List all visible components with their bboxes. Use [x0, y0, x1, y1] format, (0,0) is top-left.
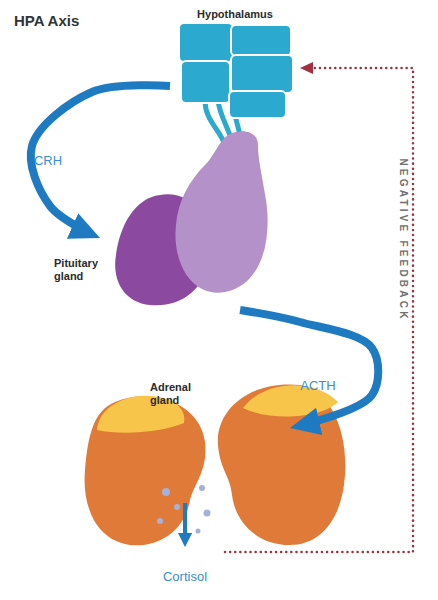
hypothalamus-block — [181, 61, 230, 103]
organ-illustration — [85, 378, 290, 503]
anterior-lobe — [175, 131, 267, 293]
organ-illustration — [170, 8, 300, 120]
hypothalamus-block — [229, 91, 286, 118]
organ-label: Adrenal gland — [150, 381, 202, 407]
hypothalamus-block — [179, 23, 233, 62]
organ-illustration — [100, 135, 270, 310]
hormone-label: ACTH — [300, 378, 335, 393]
organ-label: Pituitary gland — [54, 257, 108, 283]
hormone-dot — [204, 510, 211, 517]
adrenal-node: Adrenal gland — [85, 378, 290, 503]
hypothalamus-node: Hypothalamus — [170, 8, 300, 120]
diagram-title: HPA Axis — [14, 12, 79, 29]
organ-label: Hypothalamus — [170, 8, 300, 21]
hormone-dot — [162, 488, 170, 496]
hormone-dot — [196, 529, 201, 534]
feedback-label: NEGATIVE FEEDBACK — [398, 158, 409, 321]
hormone-arrow — [31, 85, 170, 238]
hormone-dot — [174, 504, 180, 510]
hormone-node: Cortisol — [145, 545, 225, 587]
hormone-label: Cortisol — [145, 569, 225, 585]
feedback-arrow — [225, 68, 413, 552]
kidney-shape — [218, 384, 346, 545]
hormone-dot — [157, 518, 163, 524]
hypothalamus-block — [231, 25, 291, 56]
pituitary-node: Pituitary gland — [100, 135, 270, 310]
hypothalamus-block — [231, 55, 293, 93]
hormone-arrow — [240, 310, 378, 428]
hormone-label: CRH — [34, 153, 62, 168]
hormone-dot — [199, 485, 205, 491]
hormone-arrow — [183, 503, 187, 547]
kidney-shape — [85, 396, 206, 545]
